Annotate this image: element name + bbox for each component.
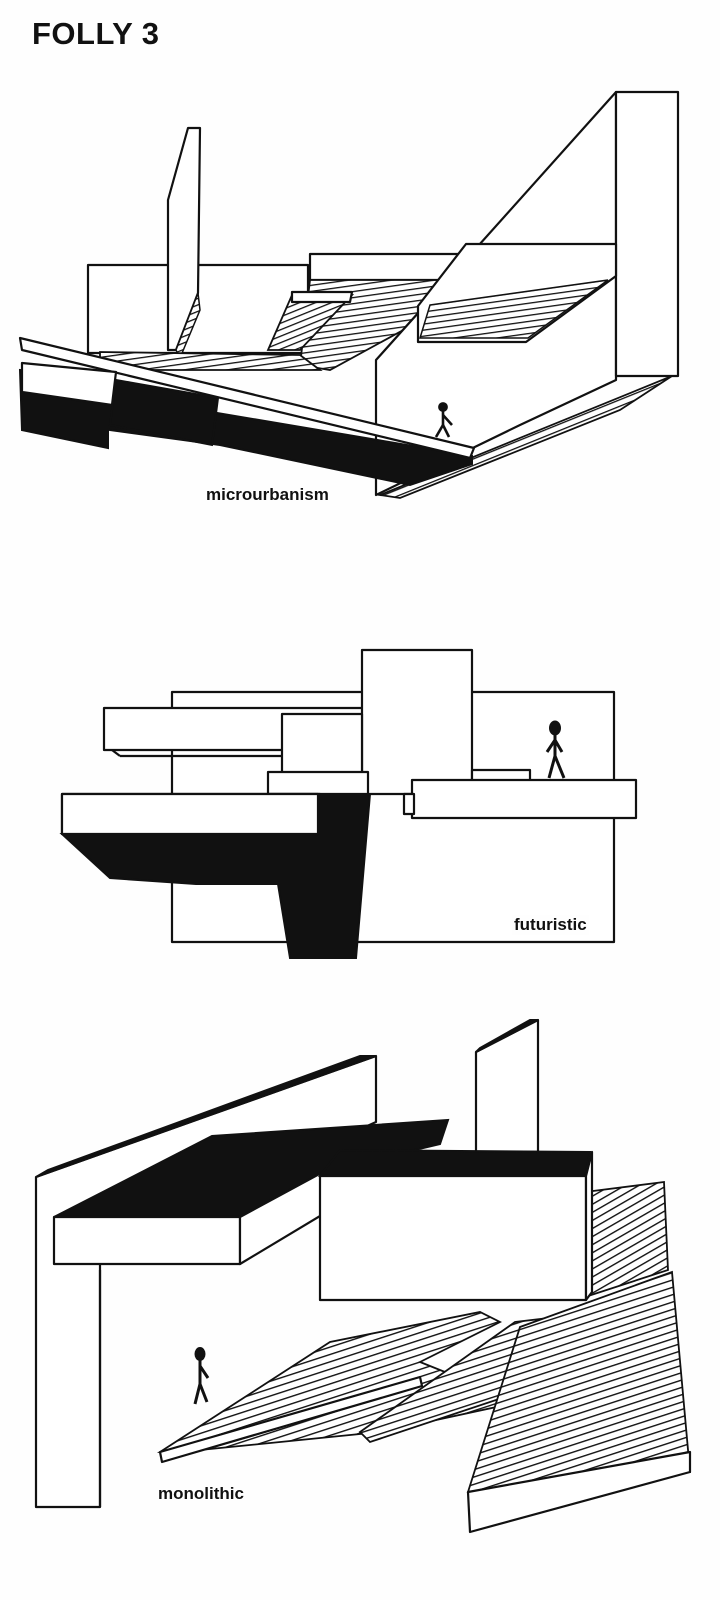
- upper-block-face: [52, 1215, 242, 1266]
- tall-pillar: [614, 90, 680, 378]
- platform-notch: [402, 792, 416, 816]
- person-figure: [434, 402, 453, 438]
- caption-monolithic: monolithic: [156, 1484, 246, 1504]
- cube-base: [266, 770, 370, 796]
- long-wall-top: [35, 1055, 377, 1178]
- sketch-monolithic: monolithic: [0, 1012, 720, 1572]
- small-cube: [280, 712, 364, 776]
- left-platform-face: [60, 792, 320, 836]
- central-block: [318, 1174, 588, 1302]
- tall-pillar: [474, 1018, 540, 1154]
- ramp-lip: [290, 290, 354, 304]
- slab-block-mid: [108, 378, 220, 447]
- caption-futuristic: futuristic: [512, 915, 589, 935]
- upper-slab-edge: [111, 749, 121, 757]
- person-figure: [545, 720, 566, 779]
- sketch-microurbanism: microurbanism: [0, 80, 720, 510]
- tower: [360, 648, 474, 796]
- futuristic-drawing: [59, 648, 638, 959]
- sketch-futuristic: futuristic: [0, 640, 720, 970]
- ramp-left-edge: [158, 1375, 424, 1464]
- ramp-right-edge: [466, 1450, 692, 1534]
- central-block-top: [317, 1148, 592, 1177]
- caption-microurbanism: microurbanism: [204, 485, 331, 505]
- person-figure: [193, 1347, 210, 1405]
- pillar-top: [475, 1019, 539, 1053]
- sloping-slab: [18, 336, 476, 460]
- microurbanism-drawing: [18, 90, 680, 499]
- right-platform: [410, 778, 638, 820]
- monolithic-drawing: [34, 1018, 692, 1534]
- floating-box-underside: [418, 279, 609, 339]
- central-block-side: [584, 1150, 594, 1302]
- page-title: FOLLY 3: [32, 16, 160, 51]
- upper-box: [308, 252, 462, 282]
